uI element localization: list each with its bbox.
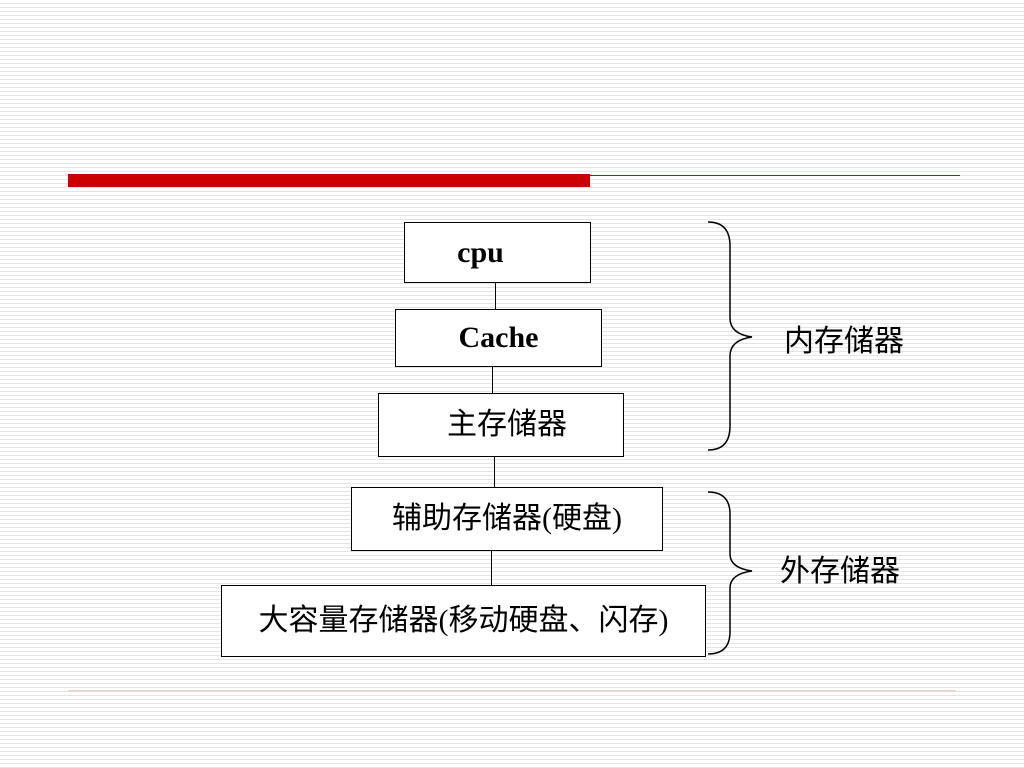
- connector-cache-main: [492, 367, 493, 393]
- footer-rule: [68, 690, 956, 692]
- title-rule-thick: [68, 174, 590, 187]
- level-label-mass-storage: 大容量存储器(移动硬盘、闪存): [258, 604, 669, 637]
- group-label-internal-memory: 内存储器: [784, 325, 904, 358]
- level-box-cpu: cpu: [404, 222, 591, 283]
- connector-aux-mass: [491, 551, 492, 585]
- level-label-cache: Cache: [458, 321, 539, 354]
- level-box-main-memory: 主存储器: [378, 393, 624, 457]
- level-label-main-memory: 主存储器: [447, 408, 567, 441]
- group-label-external-memory: 外存储器: [780, 555, 900, 588]
- connector-cpu-cache: [495, 283, 496, 309]
- level-label-cpu: cpu: [457, 235, 504, 269]
- level-box-auxiliary-storage: 辅助存储器(硬盘): [351, 487, 663, 551]
- level-label-auxiliary-storage: 辅助存储器(硬盘): [392, 502, 622, 535]
- level-box-cache: Cache: [395, 309, 602, 367]
- brace-external-memory: [707, 491, 753, 655]
- level-box-mass-storage: 大容量存储器(移动硬盘、闪存): [221, 585, 706, 657]
- brace-internal-memory: [707, 221, 753, 451]
- title-rule-thin: [590, 175, 960, 176]
- connector-main-aux: [494, 457, 495, 487]
